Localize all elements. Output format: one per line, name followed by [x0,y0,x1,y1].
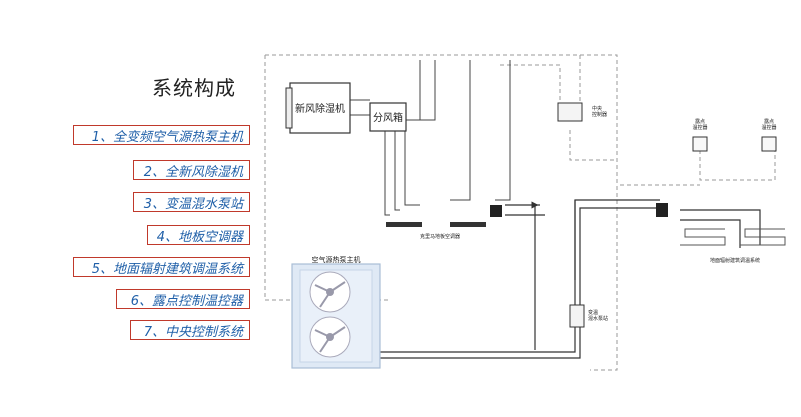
duct-lines [350,60,511,216]
dehumidifier-unit: 新风除湿机 [285,82,351,134]
dew-controller-2-label: 露点温控器 [761,119,776,131]
dew-controller-1-label: 露点温控器 [692,119,707,131]
pump-station: 变温混水泵站 [569,304,608,328]
legend-item-central-control[interactable]: 7、中央控制系统 [130,320,250,340]
floor-ac-label: 克里马地板空调器 [420,233,460,240]
legend-item-floor-ac[interactable]: 4、地板空调器 [147,225,250,245]
central-controller: 中央控制器 [557,102,607,122]
pump-station-label: 变温混水泵站 [588,309,608,322]
valve-group-left [490,205,502,217]
floor-ac-units [386,222,486,227]
legend-item-pump-station[interactable]: 3、变温混水泵站 [133,192,250,212]
water-pipes [380,199,761,359]
valve-group-right [656,203,668,217]
air-box: 分风箱 [369,102,407,132]
air-box-label: 分风箱 [373,111,403,124]
legend-item-dehumidifier[interactable]: 2、全新风除湿机 [133,160,250,180]
page-title: 系统构成 [152,76,236,100]
heat-pump-label: 空气源热泵主机 [312,255,361,264]
radiant-system-label: 地面辐射建筑调温系统 [710,257,760,264]
legend-item-heat-pump[interactable]: 1、全变频空气源热泵主机 [73,125,250,145]
legend-item-dew-controller[interactable]: 6、露点控制温控器 [116,289,250,309]
dehumidifier-label: 新风除湿机 [295,102,345,115]
radiant-floor-loops [680,228,786,246]
central-controller-label: 中央控制器 [592,105,607,118]
dew-controller-2: 露点温控器 [761,119,777,152]
legend-item-radiant-system[interactable]: 5、地面辐射建筑调温系统 [73,257,250,277]
dew-controller-1: 露点温控器 [692,119,708,152]
heat-pump-unit: 空气源热泵主机 [291,255,381,369]
